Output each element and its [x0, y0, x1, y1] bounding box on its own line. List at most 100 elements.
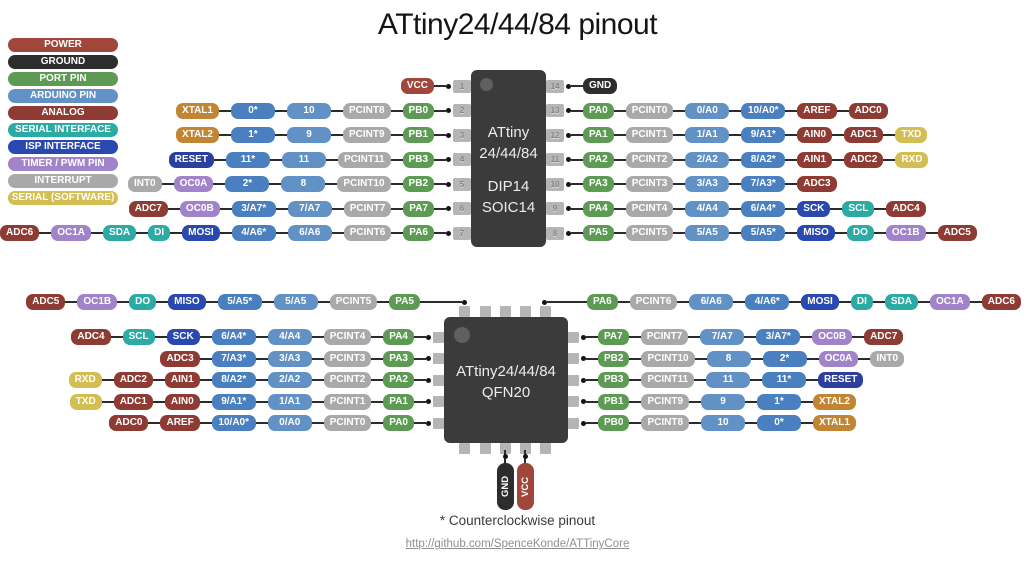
- pin-label-ain0: AIN0: [797, 127, 833, 143]
- wire-dot: [426, 420, 431, 426]
- wire: [377, 301, 390, 303]
- pin-label-int0: INT0: [870, 350, 905, 367]
- pin-label-3-a3: 3/A3: [267, 350, 312, 367]
- pin1-indicator-dot: [480, 78, 493, 91]
- wire: [677, 301, 690, 303]
- pin-stub: [433, 396, 444, 407]
- wire: [275, 207, 288, 210]
- wire: [311, 379, 324, 381]
- legend-item-interrupt: INTERRUPT: [8, 174, 118, 188]
- pin-stub: [433, 374, 444, 386]
- pin-row: VCC: [400, 78, 451, 94]
- pin-label-xtal2: XTAL2: [813, 393, 856, 410]
- wire: [729, 134, 742, 136]
- wire: [629, 422, 642, 424]
- pin-label-pa7: PA7: [403, 200, 434, 217]
- pin-stub: [568, 374, 579, 386]
- wire: [806, 379, 819, 381]
- wire: [688, 336, 701, 338]
- wire: [858, 357, 871, 360]
- legend-item-port-pin: PORT PIN: [8, 72, 118, 86]
- wire-dot: [522, 454, 528, 459]
- wire: [136, 232, 149, 234]
- pin-label-reset: RESET: [168, 151, 214, 168]
- wire-dot: [446, 83, 451, 89]
- wire: [613, 207, 626, 210]
- wire: [571, 207, 583, 210]
- pin-label-adc5: ADC5: [26, 294, 66, 310]
- wire: [91, 232, 104, 234]
- pin-label-pa4: PA4: [383, 329, 414, 345]
- wire: [255, 357, 268, 360]
- wire: [269, 158, 282, 161]
- wire: [785, 134, 798, 136]
- pin-label-adc5: ADC5: [937, 225, 977, 241]
- wire: [205, 301, 218, 303]
- wire: [629, 400, 642, 403]
- pin-label-pa0: PA0: [583, 102, 614, 119]
- wire-dot: [426, 377, 431, 383]
- wire: [852, 336, 865, 338]
- wire-dot: [566, 132, 571, 138]
- pin-label-scl: SCL: [842, 200, 875, 217]
- pin-label-adc2: ADC2: [844, 151, 884, 168]
- wire: [834, 232, 847, 234]
- pin-stub: [568, 396, 579, 407]
- wire: [571, 158, 583, 161]
- wire: [213, 158, 226, 161]
- wire: [873, 232, 886, 234]
- pin-label-mosi: MOSI: [182, 225, 220, 241]
- github-link[interactable]: http://github.com/SpenceKonde/ATTinyCore: [405, 538, 630, 550]
- wire: [274, 134, 287, 136]
- pin-stub: [519, 306, 531, 317]
- pin-label-txd: TXD: [895, 127, 928, 143]
- pin-label-4-a6-: 4/A6*: [745, 294, 790, 310]
- legend-item-arduino-pin: ARDUINO PIN: [8, 89, 118, 103]
- pin-label-9-a1-: 9/A1*: [741, 127, 786, 143]
- wire-dot: [502, 454, 508, 459]
- wire: [317, 301, 330, 303]
- wire: [673, 232, 686, 234]
- pin-label-pcint9: PCINT9: [342, 127, 391, 143]
- pin-label-sda: SDA: [103, 225, 137, 241]
- pin-label-oc0b: OC0B: [179, 200, 220, 217]
- pin-label-0-a0: 0/A0: [685, 102, 730, 119]
- pin-label-1-a1: 1/A1: [685, 127, 730, 143]
- wire: [311, 422, 324, 424]
- dip-package-label: DIP14: [487, 178, 530, 195]
- pin-label-pb3: PB3: [598, 372, 630, 388]
- wire: [420, 301, 462, 303]
- wire: [434, 134, 446, 136]
- pin-stub: [568, 331, 579, 343]
- wire: [148, 422, 161, 424]
- wire: [586, 379, 598, 381]
- wire-dot: [566, 206, 571, 211]
- pin-stub: [433, 417, 444, 429]
- legend-item-serial-interface: SERIAL INTERFACE: [8, 123, 118, 137]
- pin-label-pb2: PB2: [402, 176, 434, 192]
- pin-label-pcint1: PCINT1: [625, 127, 674, 143]
- wire-dot: [542, 299, 547, 305]
- pin-label-pa3: PA3: [583, 176, 614, 192]
- pin-label-pa1: PA1: [583, 127, 614, 143]
- pin-label-10: 10: [286, 102, 331, 119]
- pin-label-aref: AREF: [160, 415, 200, 431]
- pin-label-pcint6: PCINT6: [343, 225, 392, 241]
- wire: [801, 422, 814, 424]
- wire: [390, 183, 403, 185]
- wire: [673, 134, 686, 136]
- pin-label-6-a4-: 6/A4*: [211, 329, 256, 345]
- pin-label-txd: TXD: [69, 393, 102, 410]
- wire: [414, 357, 426, 360]
- wire: [161, 183, 174, 185]
- pin-label-7-a3-: 7/A3*: [741, 176, 786, 192]
- wire: [170, 232, 183, 234]
- wire: [830, 207, 843, 210]
- wire-dot: [446, 157, 451, 162]
